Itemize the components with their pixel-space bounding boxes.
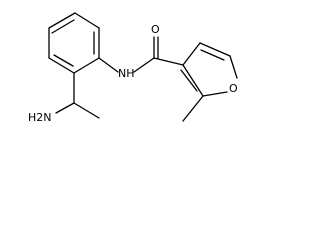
bond-furan-methyl: [182, 95, 204, 122]
structure-canvas: H2N NH O O: [28, 12, 238, 124]
bond-ch-nh2: [55, 102, 75, 114]
bond-ch-methyl: [73, 102, 100, 119]
bond-furan-c4-c5-inner: [200, 49, 225, 61]
bond-furan-c3-c4: [182, 42, 201, 66]
bond-ring-to-nh: [98, 57, 119, 73]
furan-oxygen-label: O: [229, 82, 238, 95]
bond-lines: [48, 12, 238, 122]
amide-nh-label: NH: [118, 67, 135, 80]
bond-ring-a: [48, 12, 76, 29]
bond-amide-to-furan: [153, 57, 184, 66]
bond-furan-c5-o: [229, 55, 238, 79]
bond-furan-o-c2: [202, 91, 228, 97]
bond-furan-c2-c3: [182, 64, 204, 97]
amine-label: H2N: [28, 111, 52, 124]
bond-ring-e: [48, 57, 75, 74]
bond-furan-c4-c5: [199, 42, 231, 57]
bond-furan-c2-c3-inner: [180, 69, 198, 92]
bond-nh-to-carbonyl: [133, 57, 155, 73]
bond-ring-e-inner: [53, 54, 74, 67]
carbonyl-oxygen-label: O: [151, 23, 160, 36]
bond-ring-a-inner: [51, 19, 75, 34]
bond-ring-d: [73, 57, 100, 74]
bond-ring-b: [74, 12, 100, 29]
molecule-drawing: H2N NH O O: [28, 12, 238, 124]
